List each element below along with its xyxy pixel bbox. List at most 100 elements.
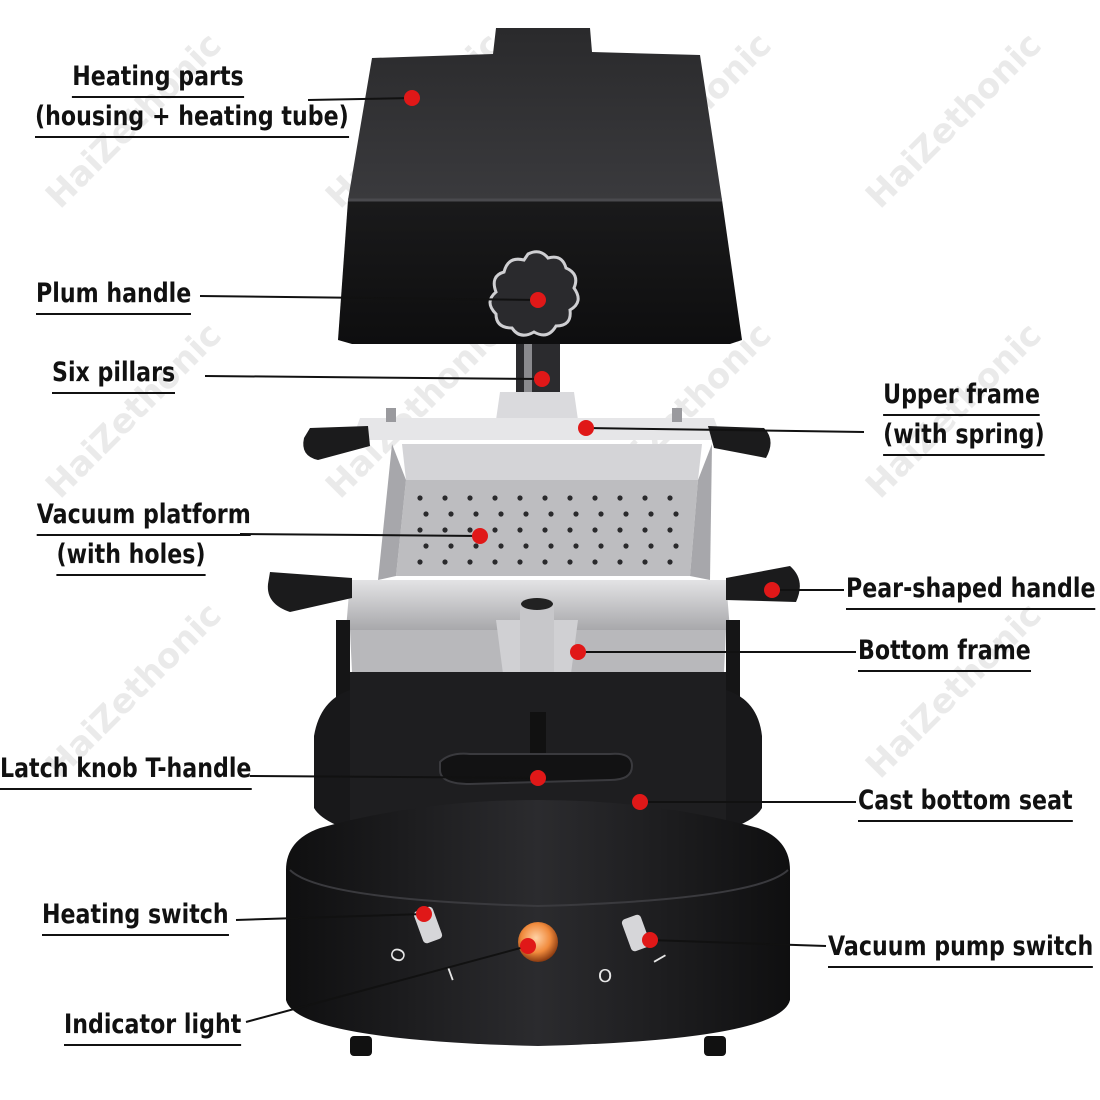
platform-hole: [473, 511, 479, 517]
leader-heating-parts: [307, 97, 413, 101]
leader-lines: [199, 97, 865, 1023]
callout-dot-plum-handle: [530, 292, 546, 308]
platform-hole: [442, 527, 448, 533]
label-six-pillars-text: Six pillars: [52, 354, 176, 394]
label-plum-handle-text: Plum handle: [36, 275, 192, 315]
label-six-pillars: Six pillars: [52, 354, 176, 394]
label-latch-knob-t-handle-text: Latch knob T-handle: [0, 750, 252, 790]
platform-hole: [617, 495, 623, 501]
label-heating-switch: Heating switch: [42, 896, 229, 936]
platform-hole: [617, 559, 623, 565]
label-upper-frame-line1: Upper frame: [883, 376, 1041, 416]
vacuum-platform: [378, 444, 712, 580]
label-bottom-frame-text: Bottom frame: [858, 632, 1031, 672]
watermark-text: HaiZethonic: [858, 595, 1049, 786]
platform-hole: [417, 495, 423, 501]
pear-shaped-handle-shape: [726, 566, 800, 602]
watermark-text: HaiZethonic: [858, 25, 1049, 216]
pillar: [496, 344, 578, 420]
platform-floor: [396, 480, 698, 576]
label-latch-knob-t-handle: Latch knob T-handle: [0, 750, 252, 790]
platform-hole: [642, 495, 648, 501]
label-cast-bottom-seat-text: Cast bottom seat: [858, 782, 1073, 822]
latch-stem-top: [521, 598, 553, 610]
machine-base: O I O I: [286, 800, 790, 1056]
leader-six-pillars: [204, 375, 543, 380]
label-upper-frame-line2: (with spring): [883, 416, 1045, 456]
leader-vacuum-platform: [239, 533, 481, 537]
label-upper-frame: Upper frame (with spring): [883, 376, 1045, 456]
platform-hole: [598, 543, 604, 549]
platform-hole: [673, 511, 679, 517]
platform-holes: [417, 495, 679, 565]
platform-back-wall: [402, 444, 702, 480]
callout-dot-upper-frame: [578, 420, 594, 436]
platform-hole: [423, 543, 429, 549]
label-indicator-light: Indicator light: [64, 1006, 242, 1046]
label-heating-parts: Heating parts (housing + heating tube): [35, 58, 349, 138]
platform-hole: [648, 511, 654, 517]
platform-hole: [573, 543, 579, 549]
platform-hole: [473, 543, 479, 549]
label-indicator-light-text: Indicator light: [64, 1006, 242, 1046]
label-heating-parts-line2: (housing + heating tube): [35, 98, 349, 138]
label-cast-bottom-seat: Cast bottom seat: [858, 782, 1073, 822]
label-heating-parts-line1: Heating parts: [72, 58, 244, 98]
platform-hole: [467, 527, 473, 533]
platform-hole: [498, 543, 504, 549]
pillar-collar: [496, 392, 578, 420]
platform-hole: [492, 527, 498, 533]
heating-head-top: [348, 28, 722, 200]
platform-hole: [523, 543, 529, 549]
pillar-highlight: [524, 344, 532, 396]
platform-hole: [442, 559, 448, 565]
platform-hole: [617, 527, 623, 533]
platform-hole: [642, 559, 648, 565]
platform-hole: [492, 559, 498, 565]
platform-right-wall: [690, 444, 712, 580]
platform-hole: [467, 495, 473, 501]
leader-vacuum-switch: [649, 939, 827, 947]
platform-hole: [542, 559, 548, 565]
platform-hole: [567, 495, 573, 501]
platform-hole: [667, 527, 673, 533]
callout-dot-vacuum-switch: [642, 932, 658, 948]
platform-left-wall: [378, 444, 406, 580]
platform-hole: [667, 559, 673, 565]
platform-hole: [423, 511, 429, 517]
label-vacuum-platform: Vacuum platform (with holes): [36, 496, 251, 576]
upper-frame-clip-right: [672, 408, 682, 422]
label-plum-handle: Plum handle: [36, 275, 192, 315]
label-heating-switch-text: Heating switch: [42, 896, 229, 936]
platform-hole: [448, 543, 454, 549]
callout-dot-vacuum-platform: [472, 528, 488, 544]
platform-hole: [523, 511, 529, 517]
leader-heating-switch: [235, 913, 425, 921]
platform-hole: [673, 543, 679, 549]
label-vacuum-platform-line1: Vacuum platform: [36, 496, 251, 536]
platform-hole: [648, 543, 654, 549]
platform-hole: [417, 527, 423, 533]
callout-dots: [404, 90, 780, 954]
cast-seat: [314, 620, 762, 852]
platform-hole: [598, 511, 604, 517]
platform-hole: [542, 527, 548, 533]
upper-frame-clip-left: [386, 408, 396, 422]
leader-plum-handle: [199, 295, 539, 301]
platform-hole: [467, 559, 473, 565]
upper-frame-bar: [352, 418, 722, 440]
lower-left-handle: [267, 572, 352, 612]
base-foot-left: [350, 1036, 372, 1056]
platform-hole: [623, 511, 629, 517]
platform-hole: [548, 511, 554, 517]
t-handle-bar: [439, 752, 634, 786]
base-foot-right: [704, 1036, 726, 1056]
label-vacuum-platform-line2: (with holes): [56, 536, 206, 576]
platform-hole: [517, 495, 523, 501]
platform-hole: [548, 543, 554, 549]
heating-switch-mark-off: O: [387, 945, 412, 965]
platform-hole: [567, 559, 573, 565]
platform-hole: [667, 495, 673, 501]
